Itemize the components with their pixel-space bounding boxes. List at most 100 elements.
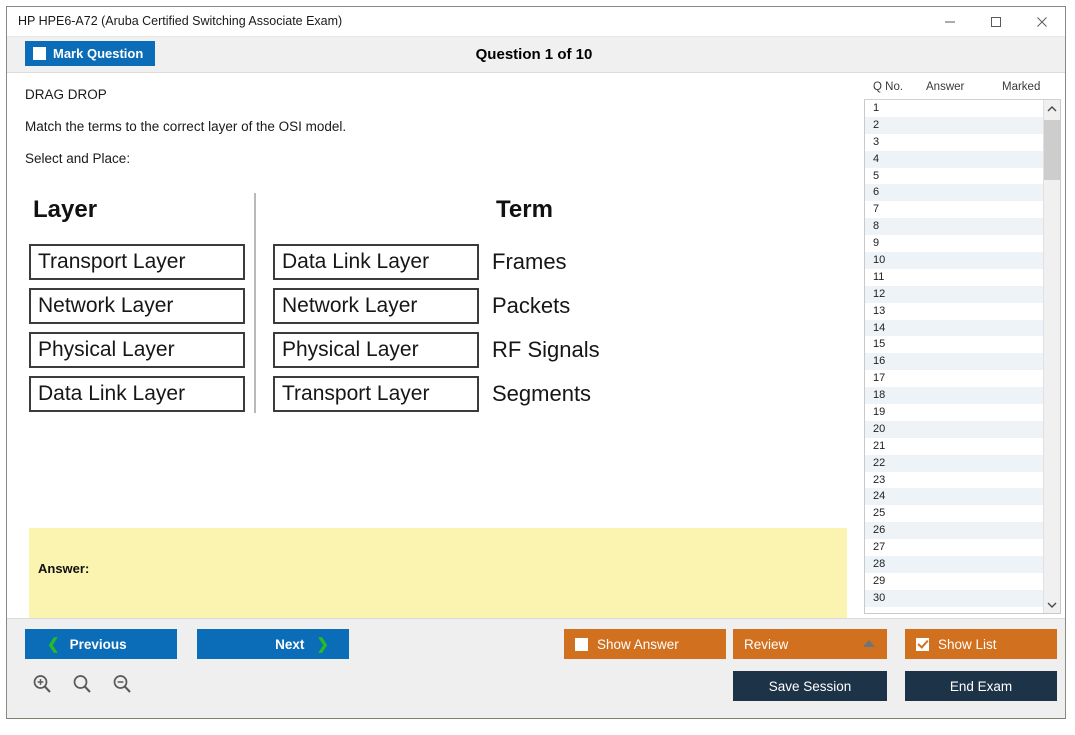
question-row-number: 6: [873, 186, 880, 199]
question-type-label: DRAG DROP: [25, 87, 107, 102]
previous-button[interactable]: ❮ Previous: [25, 629, 177, 659]
previous-label: Previous: [69, 636, 127, 652]
question-list-row[interactable]: 17: [865, 370, 1043, 388]
question-list-row[interactable]: 13: [865, 302, 1043, 320]
show-answer-label: Show Answer: [597, 636, 679, 652]
question-list-row[interactable]: 20: [865, 420, 1043, 438]
zoom-out-icon[interactable]: [111, 673, 133, 700]
drag-drop-diagram: Layer Term Transport Layer Network Layer…: [7, 186, 856, 414]
question-row-number: 26: [873, 524, 886, 537]
question-list-row[interactable]: 18: [865, 387, 1043, 405]
question-list-row[interactable]: 12: [865, 285, 1043, 303]
next-button[interactable]: Next ❯: [197, 629, 349, 659]
question-list-row[interactable]: 26: [865, 522, 1043, 540]
question-header-bar: Mark Question Question 1 of 10: [7, 37, 1065, 73]
answer-label: Answer:: [38, 561, 90, 576]
question-content-pane: DRAG DROP Match the terms to the correct…: [7, 73, 856, 618]
question-row-number: 25: [873, 507, 886, 520]
question-row-number: 5: [873, 169, 880, 182]
question-list-row[interactable]: 2: [865, 116, 1043, 134]
question-list-row[interactable]: 3: [865, 133, 1043, 151]
chevron-right-icon: ❯: [316, 635, 329, 653]
question-list-row[interactable]: 9: [865, 235, 1043, 253]
close-icon[interactable]: [1019, 7, 1065, 37]
show-answer-checkbox-icon[interactable]: [575, 637, 588, 651]
question-row-number: 17: [873, 372, 886, 385]
question-row-number: 8: [873, 220, 880, 233]
question-list-row[interactable]: 30: [865, 589, 1043, 607]
drag-source-box[interactable]: Physical Layer: [29, 332, 245, 368]
question-counter-text: Question 1 of 10: [475, 46, 593, 63]
question-list-row[interactable]: 21: [865, 437, 1043, 455]
scrollbar-thumb[interactable]: [1044, 120, 1060, 180]
save-session-button[interactable]: Save Session: [733, 671, 887, 701]
question-list-row[interactable]: 6: [865, 184, 1043, 202]
drop-target-box[interactable]: Physical Layer: [273, 332, 479, 368]
chevron-up-icon: [863, 640, 875, 647]
drag-source-box[interactable]: Data Link Layer: [29, 376, 245, 412]
minimize-icon[interactable]: [927, 7, 973, 37]
question-list-row[interactable]: 11: [865, 268, 1043, 286]
chevron-up-icon[interactable]: [1044, 100, 1060, 117]
question-row-number: 12: [873, 287, 886, 300]
question-list-row[interactable]: 27: [865, 539, 1043, 557]
question-list-row[interactable]: 29: [865, 572, 1043, 590]
question-list-row[interactable]: 1: [865, 100, 1043, 117]
diagram-heading-layer: Layer: [33, 196, 98, 223]
chevron-down-icon[interactable]: [1044, 596, 1060, 613]
body-area: DRAG DROP Match the terms to the correct…: [7, 73, 1065, 618]
question-row-number: 11: [873, 270, 885, 283]
review-dropdown-button[interactable]: Review: [733, 629, 887, 659]
term-label: Packets: [492, 293, 571, 318]
drag-source-box[interactable]: Network Layer: [29, 288, 245, 324]
question-list-row[interactable]: 8: [865, 218, 1043, 236]
term-label: Frames: [492, 249, 567, 274]
question-list-row[interactable]: 5: [865, 167, 1043, 185]
question-row-number: 21: [873, 439, 886, 452]
show-answer-button[interactable]: Show Answer: [564, 629, 726, 659]
drop-target-box[interactable]: Transport Layer: [273, 376, 479, 412]
title-bar: HP HPE6-A72 (Aruba Certified Switching A…: [7, 7, 1065, 37]
question-list-row[interactable]: 19: [865, 404, 1043, 421]
zoom-in-icon[interactable]: [31, 673, 53, 700]
question-list-row[interactable]: 28: [865, 556, 1043, 573]
question-list-row[interactable]: 24: [865, 488, 1043, 506]
question-list-scrollbar[interactable]: [1043, 100, 1060, 613]
question-list-row[interactable]: 4: [865, 150, 1043, 168]
chevron-left-icon: ❮: [47, 635, 60, 653]
diagram-heading-term: Term: [496, 196, 553, 223]
zoom-reset-icon[interactable]: [71, 673, 93, 700]
question-list-row[interactable]: 15: [865, 336, 1043, 354]
show-list-checkbox-icon[interactable]: [916, 637, 929, 651]
question-instruction: Select and Place:: [25, 151, 131, 166]
question-list-row[interactable]: 25: [865, 505, 1043, 523]
question-list-row[interactable]: 10: [865, 252, 1043, 269]
mark-question-checkbox-icon[interactable]: [33, 47, 46, 60]
question-row-number: 24: [873, 490, 886, 503]
question-list-row[interactable]: 16: [865, 353, 1043, 371]
show-list-button[interactable]: Show List: [905, 629, 1057, 659]
question-list-header: Q No. Answer Marked: [864, 77, 1061, 100]
drop-target-box[interactable]: Data Link Layer: [273, 244, 479, 280]
maximize-icon[interactable]: [973, 7, 1019, 37]
mark-question-button[interactable]: Mark Question: [25, 41, 156, 66]
drop-target-box[interactable]: Network Layer: [273, 288, 479, 324]
review-label: Review: [744, 636, 789, 652]
question-list-row[interactable]: 23: [865, 471, 1043, 489]
show-list-label: Show List: [938, 636, 997, 652]
question-list-row[interactable]: 14: [865, 319, 1043, 337]
drag-source-box[interactable]: Transport Layer: [29, 244, 245, 280]
question-row-number: 9: [873, 237, 880, 250]
question-prompt: Match the terms to the correct layer of …: [25, 119, 347, 134]
question-row-number: 7: [873, 203, 880, 216]
question-list-row[interactable]: 7: [865, 201, 1043, 219]
question-row-number: 27: [873, 541, 886, 554]
term-label: RF Signals: [492, 337, 600, 362]
next-label: Next: [275, 636, 305, 652]
end-exam-button[interactable]: End Exam: [905, 671, 1057, 701]
question-list-row[interactable]: 22: [865, 454, 1043, 472]
question-row-number: 14: [873, 321, 886, 334]
